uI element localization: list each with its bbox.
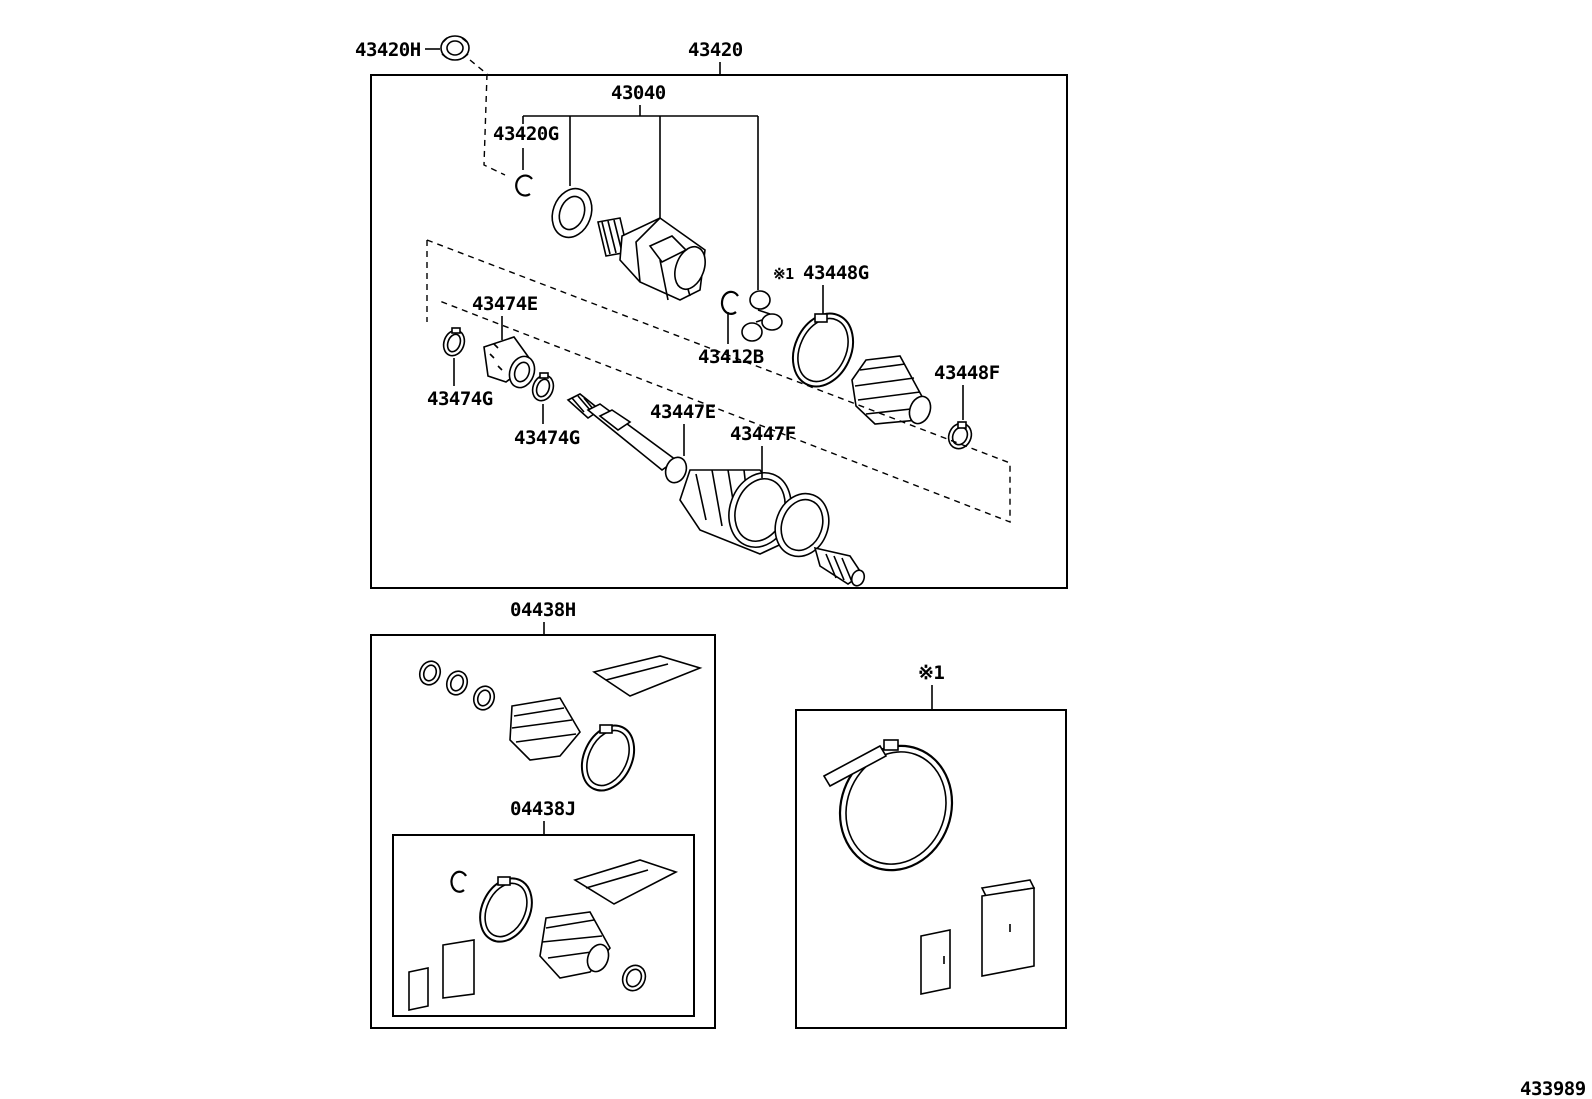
label-43040: 43040 (611, 82, 666, 104)
label-43447E: 43447E (650, 401, 716, 423)
snap-ring-43474G-left (442, 327, 466, 357)
kit-04438J-parts (408, 859, 679, 1011)
note-mark-box: ※1 (918, 662, 944, 684)
tulip-housing (597, 217, 706, 301)
label-43474E: 43474E (472, 293, 538, 315)
label-43448G: 43448G (803, 262, 869, 284)
label-04438H: 04438H (510, 599, 576, 621)
note-mark-inline: ※1 (773, 265, 794, 283)
kit-box-note-1 (795, 709, 1067, 1029)
label-43412B: 43412B (698, 346, 764, 368)
snap-ring-43412B (720, 290, 739, 315)
outboard-cv-joint (679, 469, 866, 587)
oil-seal (551, 187, 593, 239)
drive-shaft (566, 393, 688, 484)
boot-clamp-43448G (791, 312, 855, 388)
label-43474G-b: 43474G (514, 427, 580, 449)
label-43420G: 43420G (493, 123, 559, 145)
kit-box-04438J (392, 834, 695, 1017)
diagram-id: 433989 (1520, 1078, 1586, 1099)
snap-ring-43474G-right (531, 372, 555, 402)
label-43448F: 43448F (934, 362, 1000, 384)
center-bearing-43474E (483, 336, 536, 389)
kit-note-1-parts (822, 739, 1036, 995)
label-43474G-a: 43474G (427, 388, 493, 410)
snap-ring-43420G (515, 174, 533, 197)
label-43420H: 43420H (355, 39, 421, 61)
tripod-joint (741, 290, 783, 342)
clamp-43448F (947, 421, 973, 450)
kit-box-04438H (370, 634, 716, 1029)
label-43420: 43420 (688, 39, 743, 61)
label-04438J: 04438J (510, 798, 576, 820)
inboard-boot (851, 355, 932, 425)
nut-43420H (440, 35, 470, 61)
kit-04438H-parts (418, 655, 703, 792)
label-43447F: 43447F (730, 423, 796, 445)
main-assembly-box (370, 74, 1068, 589)
